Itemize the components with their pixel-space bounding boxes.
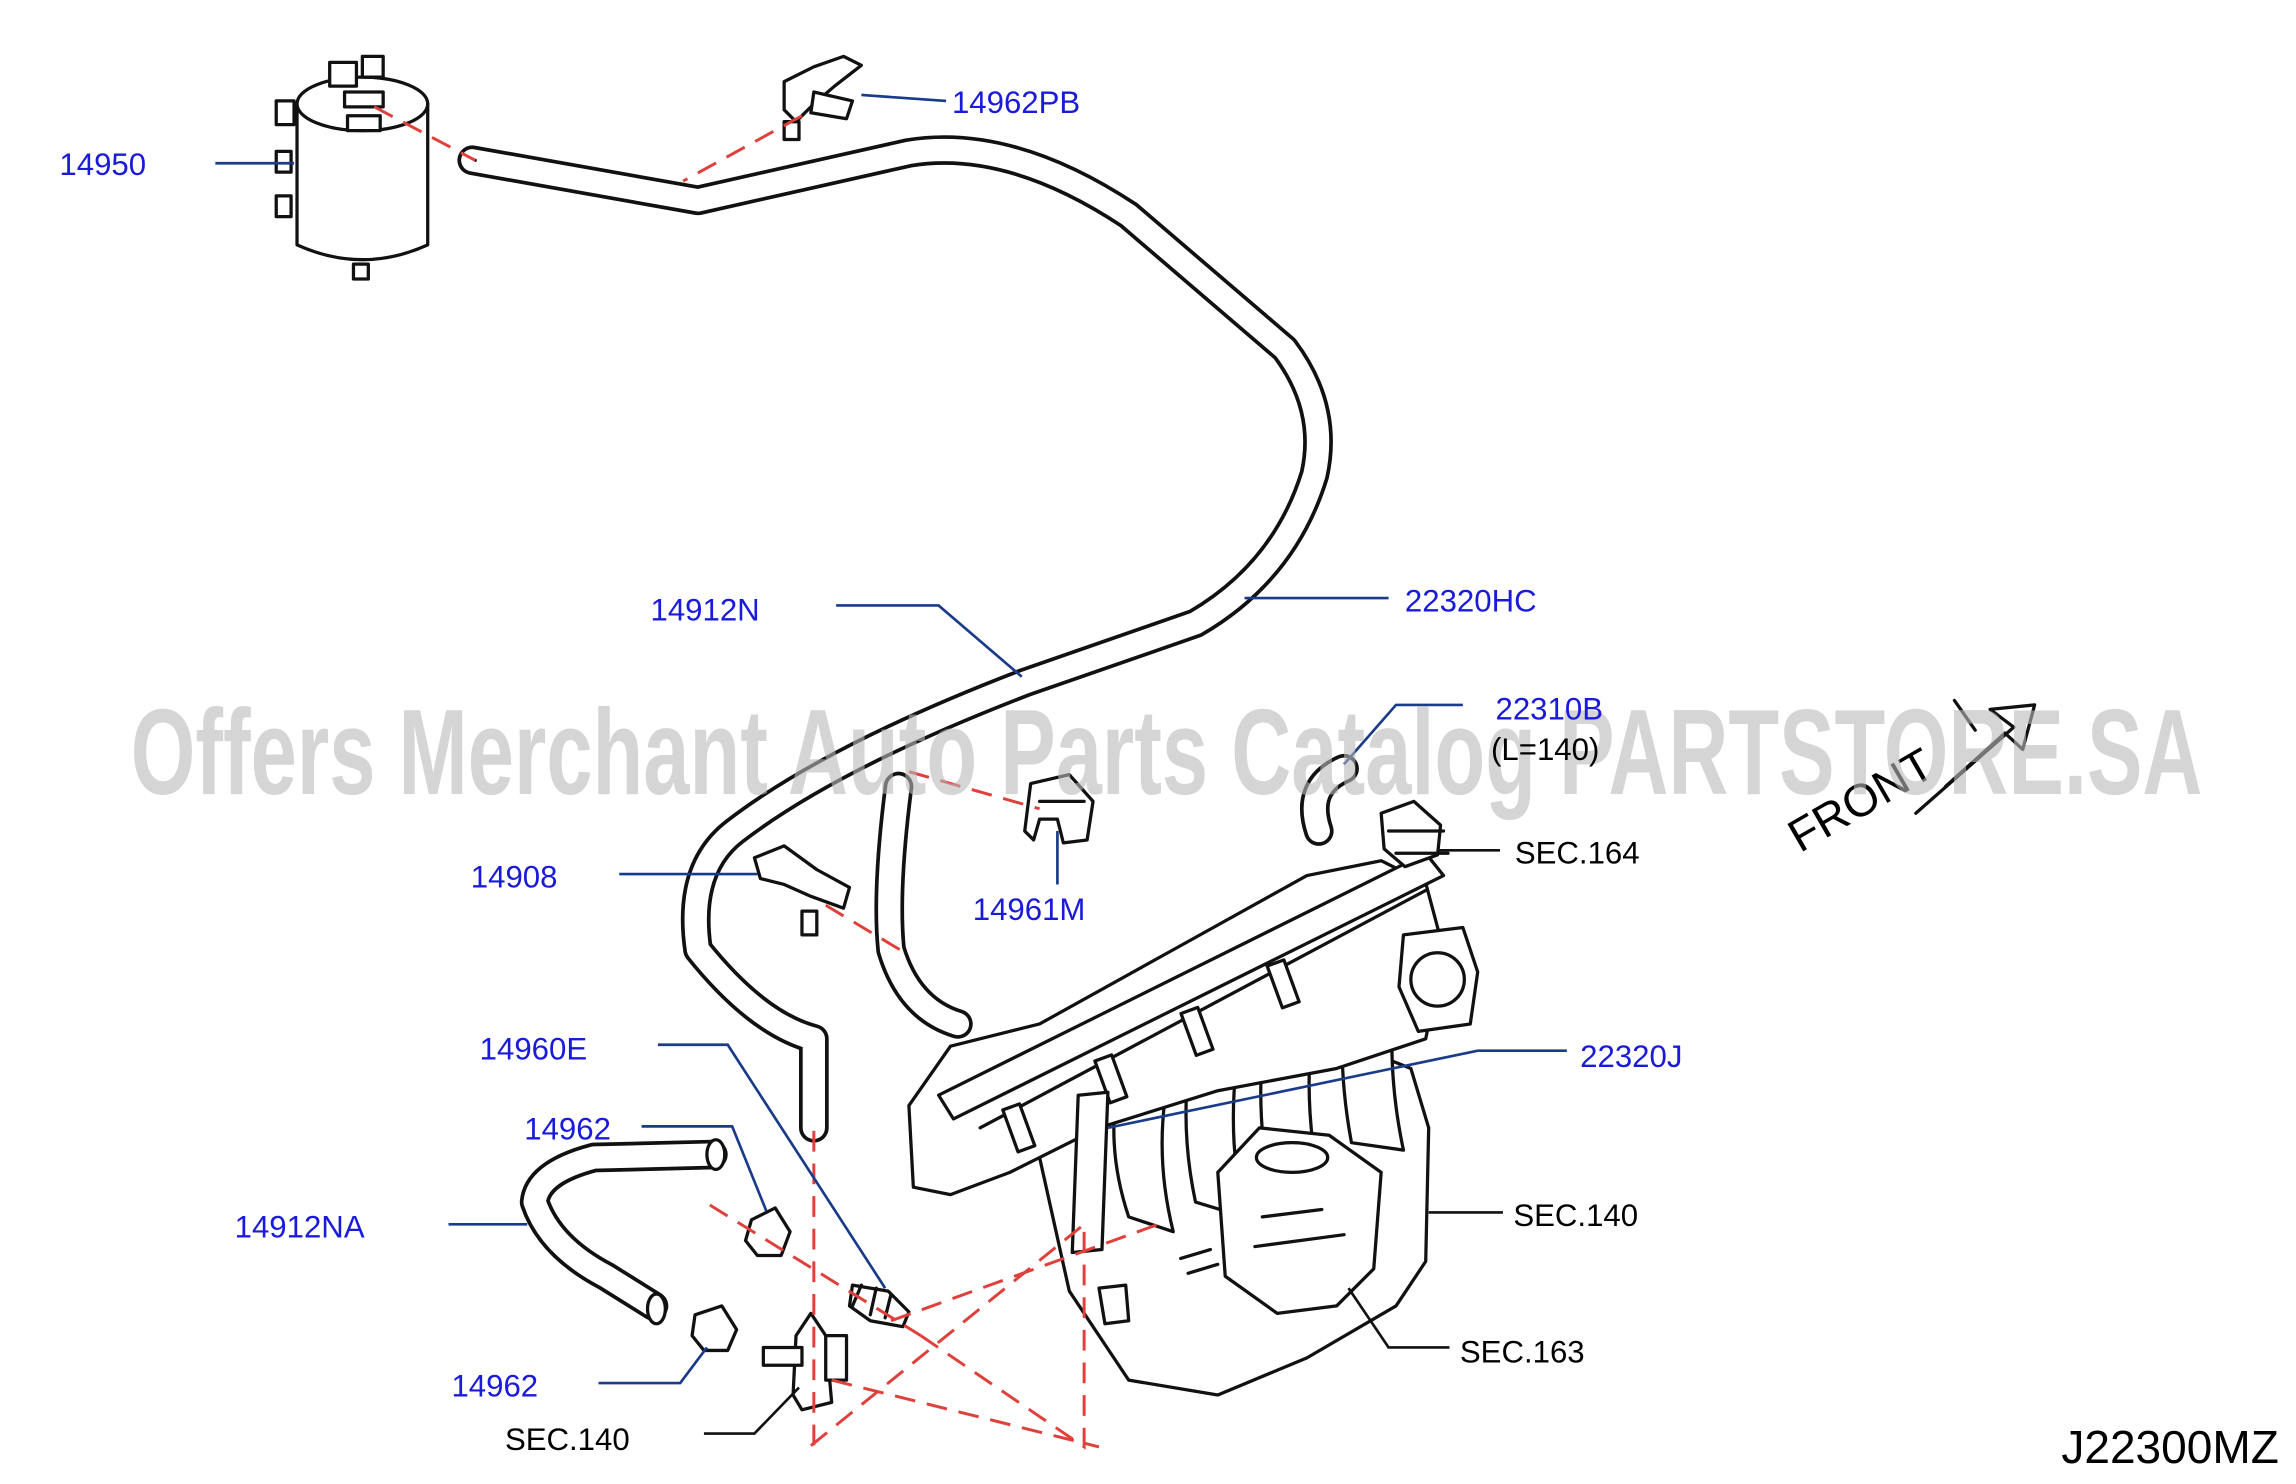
label-14912n[interactable]: 14912N <box>650 592 759 627</box>
label-sec-140-right[interactable]: SEC.140 <box>1513 1198 1638 1233</box>
leader-lines <box>215 93 1567 1435</box>
label-14962-lower[interactable]: 14962 <box>451 1368 538 1403</box>
label-sec-164[interactable]: SEC.164 <box>1515 836 1640 871</box>
label-22320j[interactable]: 22320J <box>1580 1039 1682 1074</box>
canister-drawing <box>274 54 430 281</box>
intake-manifold-drawing <box>907 753 1480 1397</box>
lower-hose-drawing <box>519 1138 911 1412</box>
label-length-note: (L=140) <box>1491 732 1599 767</box>
label-22320hc[interactable]: 22320HC <box>1405 583 1537 618</box>
part-labels: 14950 14962PB 14912N 22320HC 22310B (L=1… <box>59 85 1682 1457</box>
label-sec-163[interactable]: SEC.163 <box>1460 1334 1585 1369</box>
label-14962-upper[interactable]: 14962 <box>524 1112 611 1147</box>
label-14950[interactable]: 14950 <box>59 147 146 182</box>
label-14960e[interactable]: 14960E <box>480 1032 587 1067</box>
label-14962pb[interactable]: 14962PB <box>952 85 1080 120</box>
watermark-text: Offers Merchant Auto Parts Catalog PARTS… <box>131 684 2203 820</box>
label-sec-140-lower[interactable]: SEC.140 <box>505 1422 630 1457</box>
clip-top-drawing <box>782 54 864 142</box>
clip-14961m-drawing <box>1023 773 1095 845</box>
label-14908[interactable]: 14908 <box>471 859 558 894</box>
label-14961m[interactable]: 14961M <box>973 892 1086 927</box>
label-22310b[interactable]: 22310B <box>1496 692 1603 727</box>
main-tube-drawing <box>457 135 1333 1143</box>
diagram-code: J22300MZ <box>2061 1421 2278 1473</box>
label-14912na[interactable]: 14912NA <box>235 1210 365 1245</box>
clip-14908-drawing <box>752 844 852 937</box>
